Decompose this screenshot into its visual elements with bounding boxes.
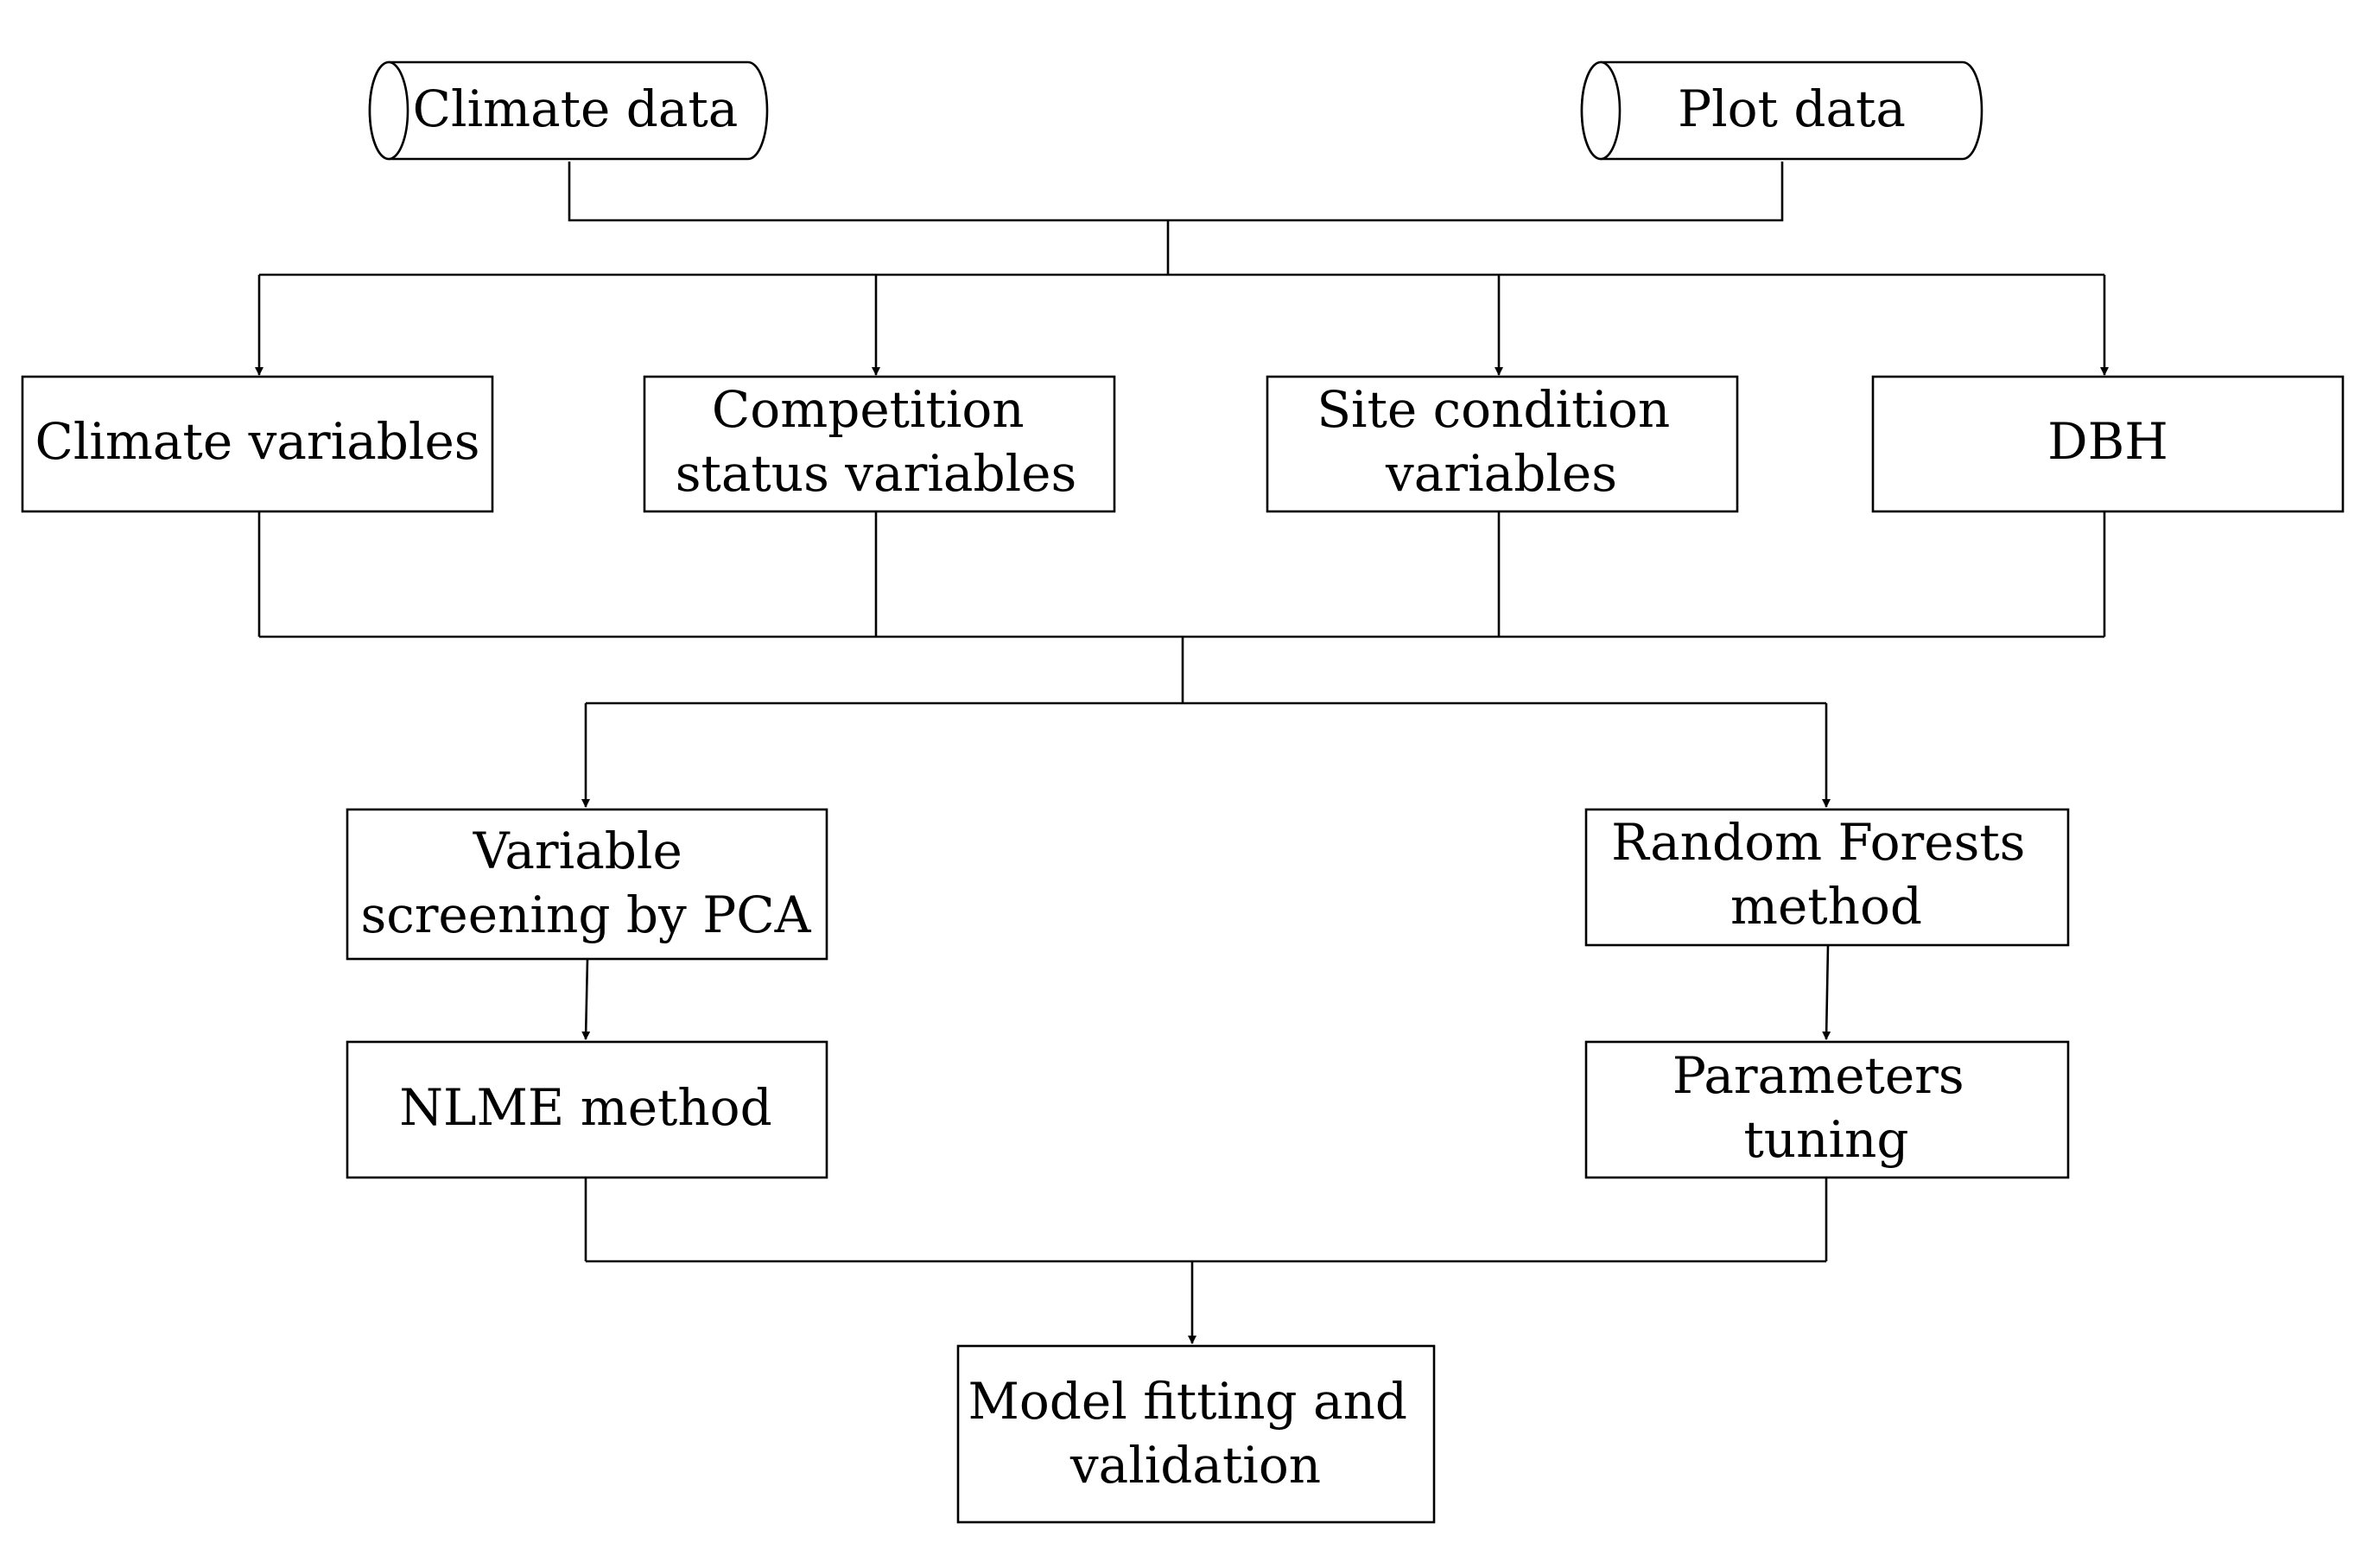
connector-climate-data-merge <box>568 162 1168 222</box>
random-forests-line-1: Random Forests <box>1611 813 2025 872</box>
pca-node: Variable screening by PCA <box>346 808 828 961</box>
plot-data-text: Plot data <box>1678 79 1906 138</box>
arrow-random-forests-to-tuning <box>1822 944 1831 1040</box>
competition-variables-label: Competition status variables <box>676 380 1076 503</box>
parameters-tuning-line-2: tuning <box>1743 1110 1908 1169</box>
dbh-node: DBH <box>1871 375 2345 513</box>
climate-variables-node: Climate variables <box>21 375 494 513</box>
competition-variables-node: Competition status variables <box>643 375 1116 513</box>
competition-variables-line-2: status variables <box>676 444 1076 503</box>
site-condition-variables-box <box>1266 375 1739 513</box>
nlme-line-1: NLME method <box>399 1078 771 1137</box>
plot-data-label: Plot data <box>1678 79 1906 138</box>
parameters-tuning-node: Parameters tuning <box>1584 1040 2070 1179</box>
nlme-node: NLME method <box>346 1040 828 1179</box>
model-fitting-node: Model fitting and validation <box>956 1344 1436 1524</box>
plot-data-cylinder-cap <box>1580 60 1622 161</box>
competition-variables-line-1: Competition <box>712 380 1025 439</box>
connector-plot-data-merge <box>1168 162 1784 222</box>
nlme-box <box>346 1040 828 1179</box>
climate-data-cylinder-cap <box>368 60 409 161</box>
climate-variables-line-1: Climate variables <box>35 412 479 471</box>
climate-data-label: Climate data <box>413 79 739 138</box>
climate-variables-label: Climate variables <box>35 412 479 471</box>
climate-data-node: Climate data <box>368 60 769 161</box>
connectors <box>255 162 2109 1344</box>
dbh-box <box>1871 375 2345 513</box>
pca-line-2: screening by PCA <box>360 886 811 944</box>
competition-variables-box <box>643 375 1116 513</box>
site-condition-variables-node: Site condition variables <box>1266 375 1739 513</box>
dbh-label: DBH <box>2047 412 2168 471</box>
random-forests-node: Random Forests method <box>1584 808 2070 947</box>
random-forests-box <box>1584 808 2070 947</box>
parameters-tuning-line-1: Parameters <box>1672 1046 1964 1105</box>
dbh-line-1: DBH <box>2047 412 2168 471</box>
pca-box <box>346 808 828 961</box>
model-fitting-line-1: Model fitting and <box>968 1372 1407 1431</box>
parameters-tuning-box <box>1584 1040 2070 1179</box>
pca-line-1: Variable <box>473 822 682 880</box>
model-fitting-line-2: validation <box>1069 1436 1321 1495</box>
random-forests-label: Random Forests method <box>1611 813 2041 936</box>
climate-data-text: Climate data <box>413 79 739 138</box>
model-fitting-label: Model fitting and validation <box>968 1372 1423 1495</box>
arrow-pca-to-nlme <box>581 958 591 1040</box>
parameters-tuning-label: Parameters tuning <box>1672 1046 1980 1169</box>
model-fitting-box <box>956 1344 1436 1524</box>
site-condition-variables-line-2: variables <box>1385 444 1617 503</box>
nlme-label: NLME method <box>399 1078 771 1137</box>
climate-variables-box <box>21 375 494 513</box>
random-forests-line-2: method <box>1730 877 1922 936</box>
plot-data-node: Plot data <box>1580 60 1983 161</box>
site-condition-variables-line-1: Site condition <box>1317 380 1670 439</box>
site-condition-variables-label: Site condition variables <box>1317 380 1685 503</box>
pca-label: Variable screening by PCA <box>360 822 811 944</box>
